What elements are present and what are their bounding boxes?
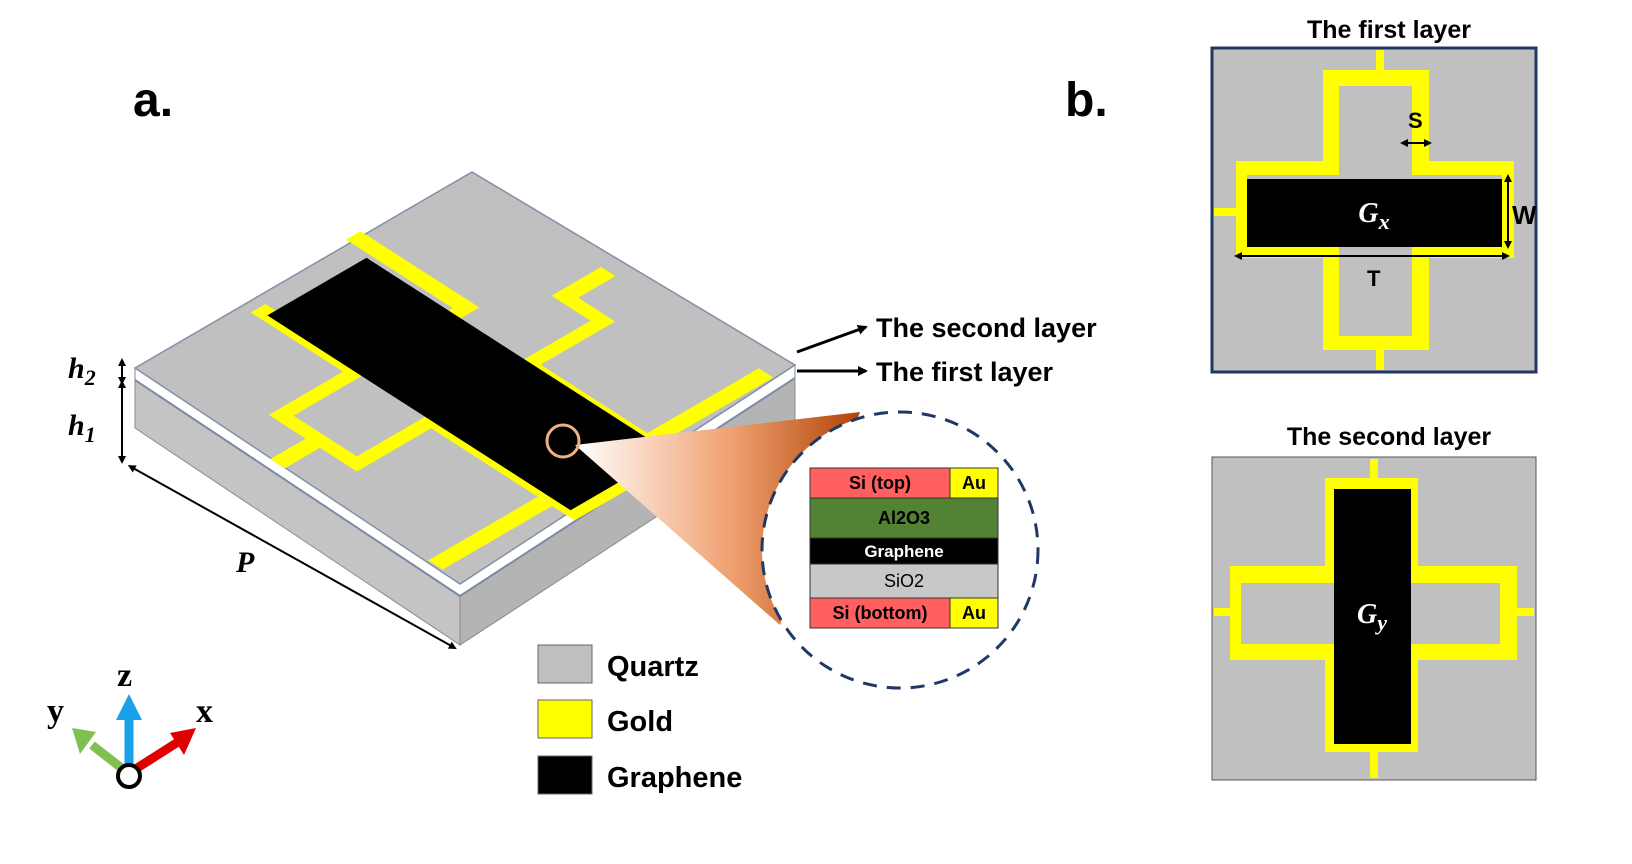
second-layer-title: The second layer bbox=[1287, 423, 1492, 451]
stack-si-bottom bbox=[809, 597, 951, 629]
gy-graphene-strip bbox=[1334, 489, 1411, 744]
zoom-source-circle bbox=[545, 423, 581, 459]
p-label: P bbox=[235, 546, 255, 579]
axis-z-head bbox=[116, 694, 142, 720]
stack-au-top-label: Au bbox=[962, 473, 986, 493]
stack-al2o3 bbox=[809, 497, 999, 539]
gy-label: Gy bbox=[1357, 599, 1387, 635]
second-layer-callout: The second layer bbox=[876, 313, 1097, 343]
t-label: T bbox=[1367, 266, 1381, 291]
axis-origin bbox=[116, 763, 142, 789]
material-stack: Si (top) Au Al2O3 Graphene SiO2 Si (bott… bbox=[809, 467, 999, 629]
legend-swatch-gold bbox=[537, 699, 593, 739]
second-layer-arrow bbox=[796, 325, 868, 354]
axis-x-arrow bbox=[131, 738, 181, 774]
legend-label-graphene: Graphene bbox=[607, 762, 742, 794]
first-layer-callout: The first layer bbox=[876, 357, 1054, 387]
axis-z-label: z bbox=[117, 657, 132, 694]
gx-graphene-strip bbox=[1247, 179, 1502, 247]
first-layer-title: The first layer bbox=[1307, 16, 1471, 44]
stack-au-bottom-label: Au bbox=[962, 603, 986, 623]
legend-swatch-graphene bbox=[537, 755, 593, 795]
coordinate-axes: z y x bbox=[47, 657, 213, 789]
stack-si-top-label: Si (top) bbox=[849, 473, 911, 493]
resonator-3d bbox=[250, 231, 774, 570]
legend-label-gold: Gold bbox=[607, 706, 673, 738]
gx-label: Gx bbox=[1358, 198, 1389, 234]
h1-label: h1 bbox=[68, 409, 96, 447]
legend-label-quartz: Quartz bbox=[607, 651, 699, 683]
h2-label: h2 bbox=[68, 352, 96, 390]
first-layer-diagram: Gx S W T bbox=[1210, 46, 1538, 374]
axis-y-head bbox=[72, 728, 96, 754]
panel-b-label: b. bbox=[1065, 74, 1108, 127]
w-label: W bbox=[1512, 200, 1537, 230]
second-layer-diagram: Gy bbox=[1211, 456, 1537, 781]
legend-swatch-quartz bbox=[537, 644, 593, 684]
panel-a-label: a. bbox=[133, 74, 173, 127]
axis-x-head bbox=[170, 728, 196, 755]
axis-x-label: x bbox=[196, 693, 213, 730]
graphene-strip-3d bbox=[267, 257, 670, 511]
p-dim-arrow bbox=[127, 465, 457, 649]
stack-sio2-label: SiO2 bbox=[884, 571, 924, 591]
stack-al2o3-label: Al2O3 bbox=[878, 508, 930, 528]
stack-graphene-label: Graphene bbox=[864, 542, 943, 561]
s-label: S bbox=[1408, 108, 1423, 133]
axis-y-arrow bbox=[89, 741, 127, 774]
legend: Quartz Gold Graphene bbox=[537, 644, 742, 795]
stack-au-bottom bbox=[949, 597, 999, 629]
axis-y-label: y bbox=[47, 693, 64, 730]
stack-si-top bbox=[809, 467, 951, 499]
stack-si-bottom-label: Si (bottom) bbox=[833, 603, 928, 623]
